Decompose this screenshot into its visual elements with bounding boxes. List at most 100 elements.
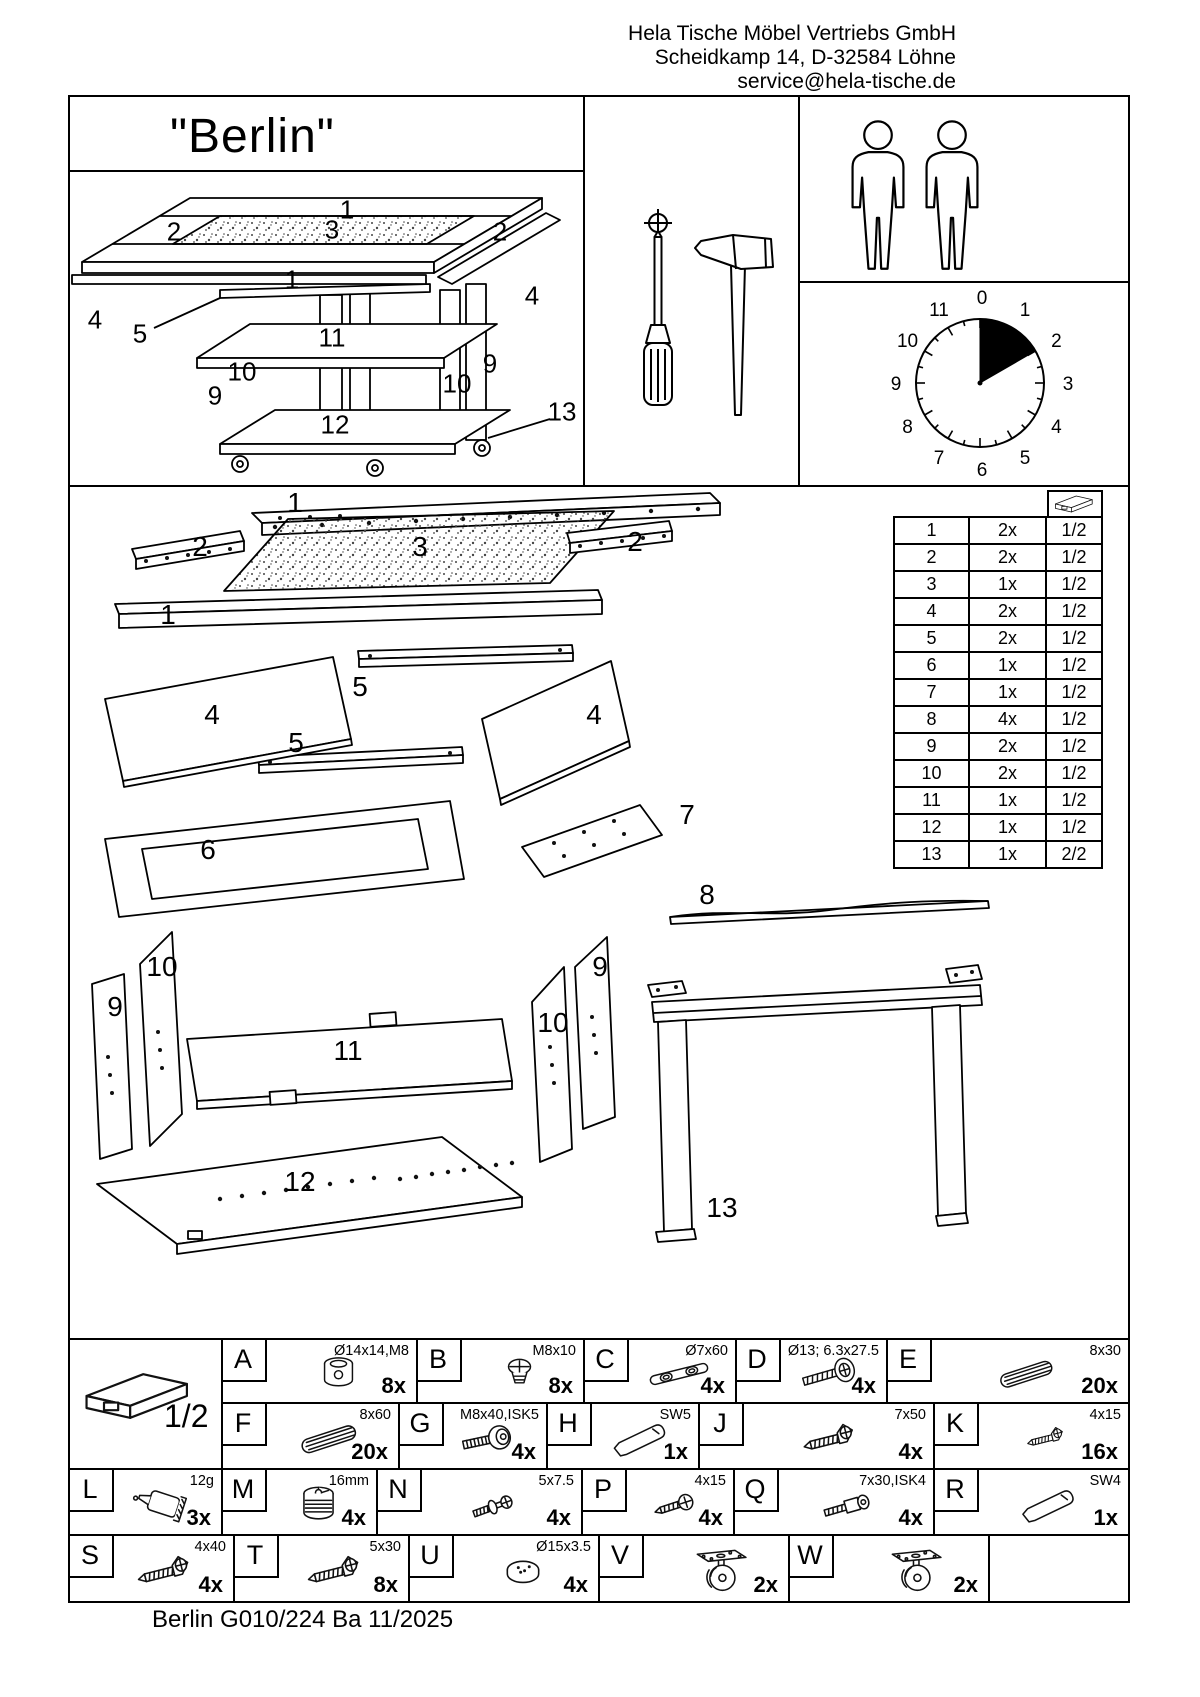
part-number: 8 (893, 705, 970, 734)
part-quantity: 1x (968, 570, 1047, 599)
hardware-letter: H (546, 1402, 592, 1446)
hardware-letter: L (68, 1468, 114, 1512)
hardware-letter: N (376, 1468, 422, 1512)
tools-box (583, 95, 800, 487)
hardware-size: M8x10 (532, 1343, 576, 1359)
hardware-quantity: 1x (1093, 1505, 1118, 1530)
hardware-letter: J (698, 1402, 744, 1446)
company-header: Hela Tische Möbel Vertriebs GmbH Scheidk… (460, 22, 956, 94)
board-icon (1047, 490, 1103, 518)
part-quantity: 1x (968, 813, 1047, 842)
company-address: Scheidkamp 14, D-32584 Löhne (654, 46, 956, 69)
hardware-quantity: 4x (898, 1505, 923, 1530)
part-page: 1/2 (1045, 678, 1103, 707)
hardware-letter: R (933, 1468, 979, 1512)
hardware-size: 7x30,ISK4 (859, 1473, 926, 1489)
cam-stud-icon (422, 1482, 575, 1528)
part-page: 1/2 (1045, 543, 1103, 572)
hardware-letter: C (583, 1338, 629, 1382)
hardware-size: Ø14x14,M8 (334, 1343, 409, 1359)
insert-nut-icon (462, 1352, 577, 1396)
dowel-screw-icon (629, 1352, 729, 1396)
hardware-letter: P (581, 1468, 627, 1512)
part-quantity: 1x (968, 786, 1047, 815)
caster-icon (834, 1548, 982, 1595)
part-number: 1 (893, 516, 970, 545)
company-name: Hela Tische Möbel Vertriebs GmbH (628, 22, 956, 45)
hardware-quantity: 4x (341, 1505, 366, 1530)
part-quantity: 1x (968, 651, 1047, 680)
hardware-quantity: 4x (700, 1373, 725, 1398)
part-number: 6 (893, 651, 970, 680)
cover-cap-icon (454, 1548, 592, 1595)
hardware-quantity: 1x (663, 1439, 688, 1464)
part-quantity: 1x (968, 678, 1047, 707)
part-number: 3 (893, 570, 970, 599)
part-quantity: 2x (968, 759, 1047, 788)
wood-dowel-icon (267, 1416, 392, 1462)
hardware-size: SW4 (1089, 1473, 1121, 1489)
hardware-letter: W (788, 1534, 834, 1578)
hardware-board-cell: 1/2 (68, 1338, 223, 1470)
hardware-item-M: M 16mm 4x (221, 1468, 378, 1536)
allen-key-icon (592, 1416, 692, 1462)
pan-head-screw-icon (627, 1482, 727, 1528)
hardware-size: 4x15 (1089, 1407, 1121, 1423)
countersunk-screw-icon (744, 1416, 927, 1462)
part-number: 11 (893, 786, 970, 815)
part-page: 1/2 (1045, 597, 1103, 626)
hardware-letter: G (398, 1402, 444, 1446)
countersunk-screw-icon (114, 1548, 227, 1595)
part-quantity: 2x (968, 732, 1047, 761)
hardware-size: M8x40,ISK5 (460, 1407, 539, 1423)
hardware-empty-cell (988, 1534, 1130, 1603)
tools-drawing (585, 97, 798, 485)
hardware-quantity: 4x (546, 1505, 571, 1530)
part-page: 2/2 (1045, 840, 1103, 869)
hardware-size: 12g (189, 1473, 214, 1489)
hardware-quantity: 4x (698, 1505, 723, 1530)
hardware-quantity: 2x (753, 1572, 778, 1597)
assembled-table-drawing (70, 172, 583, 485)
hardware-letter: K (933, 1402, 979, 1446)
product-title: "Berlin" (170, 110, 335, 163)
hardware-letter: M (221, 1468, 267, 1512)
small-screw-icon (979, 1416, 1122, 1462)
exploded-parts-drawing (70, 487, 1128, 1338)
hardware-size: 4x15 (694, 1473, 726, 1489)
hardware-quantity: 20x (351, 1439, 388, 1464)
board-icon (85, 1373, 188, 1419)
hardware-quantity: 8x (548, 1373, 573, 1398)
part-page: 1/2 (1045, 651, 1103, 680)
part-number: 10 (893, 759, 970, 788)
hardware-item-P: P 4x15 4x (581, 1468, 735, 1536)
hardware-letter: Q (733, 1468, 779, 1512)
hardware-quantity: 4x (198, 1572, 223, 1597)
hardware-size: 16mm (328, 1473, 369, 1489)
hardware-quantity: 4x (563, 1572, 588, 1597)
part-page: 1/2 (1045, 759, 1103, 788)
part-quantity: 2x (968, 516, 1047, 545)
hardware-size: 5x30 (369, 1539, 401, 1555)
glue-tube-icon (114, 1482, 215, 1528)
hardware-letter: B (416, 1338, 462, 1382)
part-number: 2 (893, 543, 970, 572)
